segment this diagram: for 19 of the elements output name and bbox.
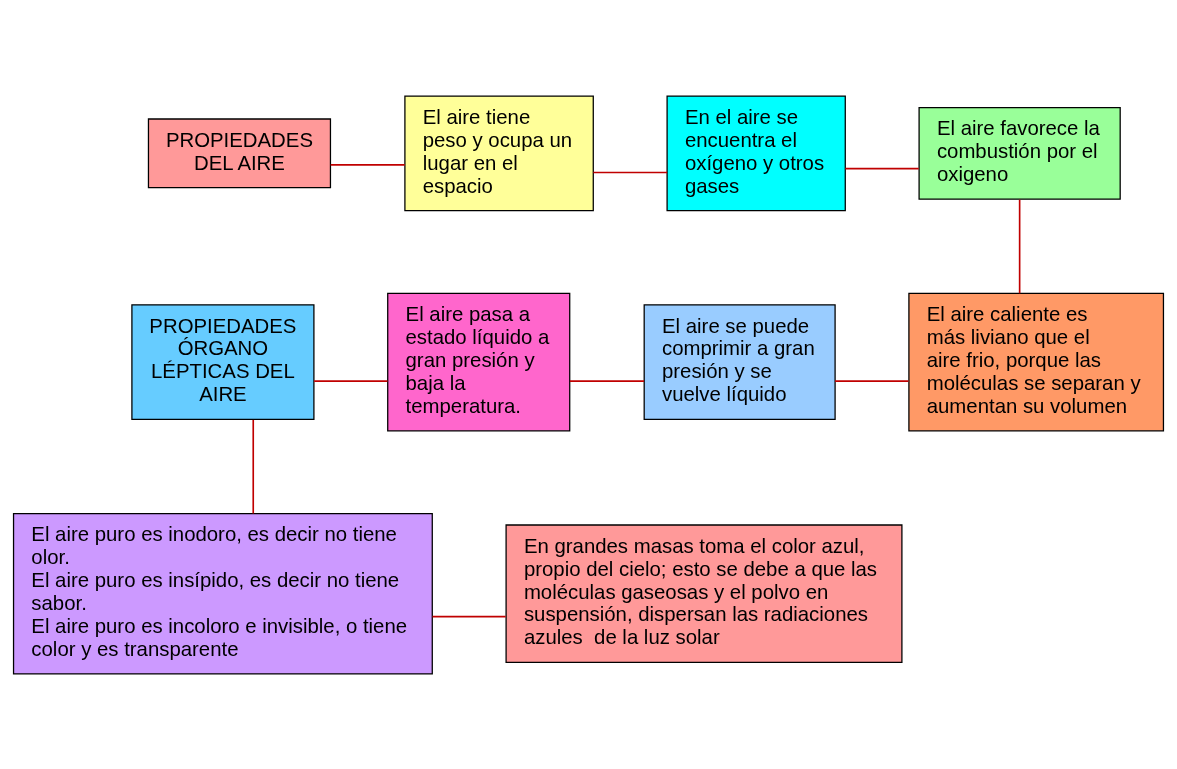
node-box: El aire favorece la combustión por el oxigeno (918, 106, 1121, 200)
node-box: El aire se puede comprimir a gran presión y se vuelve líquido (643, 303, 836, 420)
node-box: PROPIEDADES ÓRGANO LÉPTICAS DEL AIRE (131, 303, 315, 420)
connector (252, 418, 255, 514)
node-box: El aire pasa a estado líquido a gran presión y baja la temperatura. (387, 292, 571, 431)
connector (569, 379, 645, 382)
node-box: PROPIEDADES DEL AIRE (147, 117, 332, 188)
node-box: El aire tiene peso y ocupa un lugar en el espacio (404, 94, 594, 211)
connector (1018, 198, 1021, 294)
node-box: El aire caliente es más liviano que el aire frio, porque las moléculas se separan y aumentan su volumen (908, 292, 1165, 431)
node-box: En grandes masas toma el color azul, propio del cielo; esto se debe a que las moléculas gaseosas y el polvo en suspensión, dispersan las radiaciones azules de la luz solar (505, 523, 903, 663)
connector (329, 163, 406, 166)
node-box: El aire puro es inodoro, es decir no tiene olor. El aire puro es insípido, es decir no tiene sabor. El aire puro es incoloro e invisible, o tiene color y es transparente (12, 512, 433, 675)
connector (313, 379, 389, 382)
connector (844, 167, 920, 169)
connector (592, 171, 668, 173)
node-box: En el aire se encuentra el oxígeno y otros gases (666, 94, 846, 211)
connector (431, 615, 507, 617)
connector (834, 379, 910, 382)
